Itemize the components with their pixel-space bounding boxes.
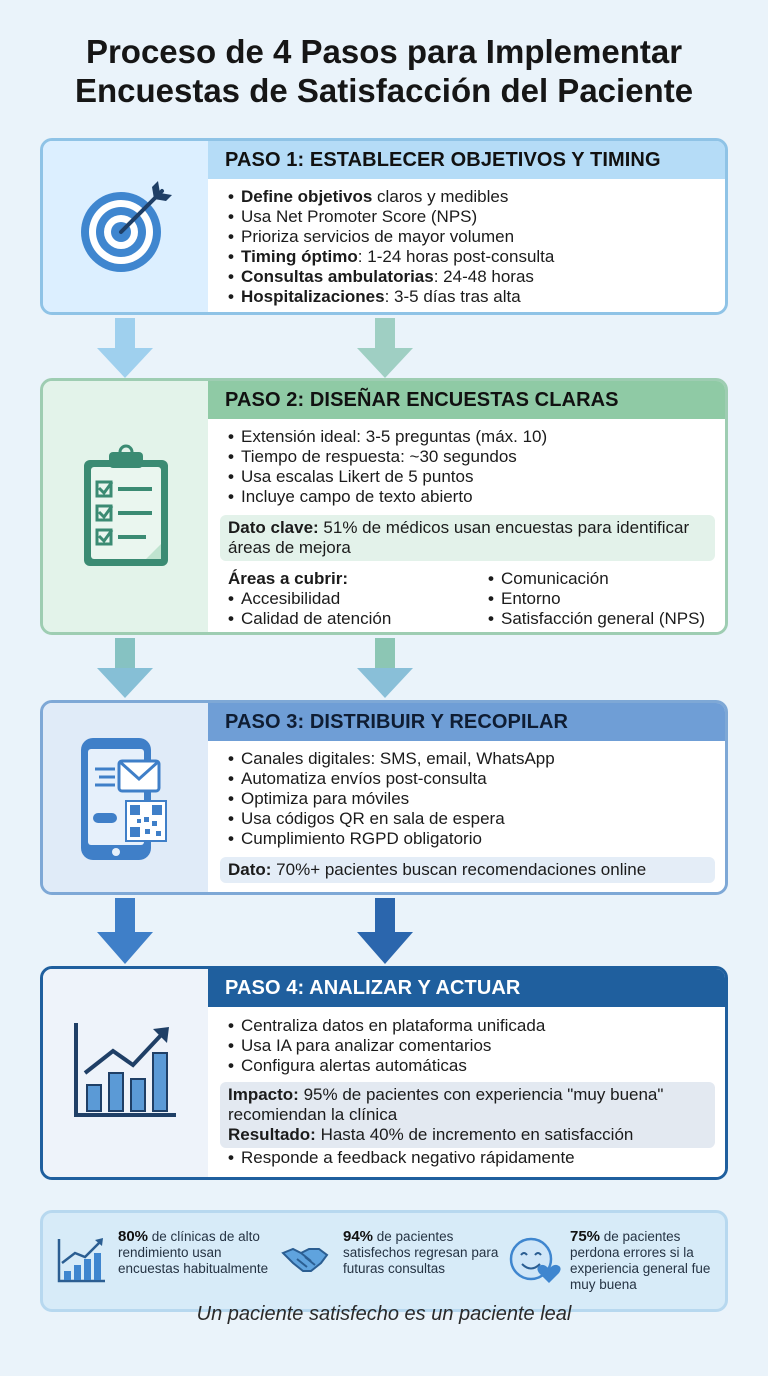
step-4-list: Centraliza datos en plataforma unificada… — [228, 1016, 715, 1076]
list-item: Automatiza envíos post-consulta — [228, 769, 715, 789]
list-item: Accesibilidad — [228, 589, 488, 609]
list-item: Define objetivos claros y medibles — [228, 187, 715, 207]
list-item: Comunicación — [488, 569, 715, 589]
list-item: Usa escalas Likert de 5 puntos — [228, 467, 715, 487]
list-item: Prioriza servicios de mayor volumen — [228, 227, 715, 247]
areas-right-column: Comunicación Entorno Satisfacción genera… — [488, 569, 715, 629]
list-item: Usa códigos QR en sala de espera — [228, 809, 715, 829]
impact-text: Impacto: 95% de pacientes con experienci… — [228, 1085, 664, 1124]
step-1-list: Define objetivos claros y medibles Usa N… — [228, 187, 715, 307]
step-2-content: Extensión ideal: 3-5 preguntas (máx. 10)… — [208, 419, 725, 632]
list-item: Consultas ambulatorias: 24-48 horas — [228, 267, 715, 287]
step-4-content: Centraliza datos en plataforma unificada… — [208, 1007, 725, 1177]
areas-columns: Áreas a cubrir: Accesibilidad Calidad de… — [228, 569, 715, 629]
list-item: Timing óptimo: 1-24 horas post-consulta — [228, 247, 715, 267]
list-item: Entorno — [488, 589, 715, 609]
target-icon — [80, 180, 172, 272]
rising-chart-icon — [73, 1023, 176, 1117]
page-title: Proceso de 4 Pasos para Implementar Encu… — [0, 32, 768, 110]
list-item: Satisfacción general (NPS) — [488, 609, 715, 629]
key-fact-box: Dato clave: 51% de médicos usan encuesta… — [220, 515, 715, 561]
stats-panel: 80% de clínicas de alto rendimiento usan… — [40, 1210, 728, 1312]
arrow-down-icon — [97, 898, 153, 964]
step-4-icon-panel — [43, 969, 208, 1177]
step-1-icon-panel — [43, 141, 208, 312]
key-fact-box: Dato: 70%+ pacientes buscan recomendacio… — [220, 857, 715, 883]
list-item: Calidad de atención — [228, 609, 488, 629]
step-2-card: PASO 2: DISEÑAR ENCUESTAS CLARAS Extensi… — [40, 378, 728, 635]
title-line-1: Proceso de 4 Pasos para Implementar — [85, 33, 683, 70]
step-2-header: PASO 2: DISEÑAR ENCUESTAS CLARAS — [208, 381, 725, 419]
list-item: Cumplimiento RGPD obligatorio — [228, 829, 715, 849]
footer-tagline: Un paciente satisfecho es un paciente le… — [196, 1303, 572, 1325]
arrow-down-icon — [357, 898, 413, 964]
stat-3: 75% de pacientes perdona errores si la e… — [570, 1228, 711, 1293]
list-item: Usa IA para analizar comentarios — [228, 1036, 715, 1056]
list-item: Usa Net Promoter Score (NPS) — [228, 207, 715, 227]
arrow-down-icon — [357, 638, 413, 698]
step-1-card: PASO 1: ESTABLECER OBJETIVOS Y TIMING De… — [40, 138, 728, 315]
step-2-list: Extensión ideal: 3-5 preguntas (máx. 10)… — [228, 427, 715, 507]
list-item: Canales digitales: SMS, email, WhatsApp — [228, 749, 715, 769]
areas-label: Áreas a cubrir: — [228, 569, 348, 588]
impact-box: Impacto: 95% de pacientes con experienci… — [220, 1082, 715, 1148]
stat-1: 80% de clínicas de alto rendimiento usan… — [118, 1228, 269, 1277]
step-2-icon-panel — [43, 381, 208, 632]
clipboard-checklist-icon — [83, 444, 168, 566]
list-item: Responde a feedback negativo rápidamente — [228, 1148, 715, 1168]
step-4-card: PASO 4: ANALIZAR Y ACTUAR Centraliza dat… — [40, 966, 728, 1180]
stat-2: 94% de pacientes satisfechos regresan pa… — [343, 1228, 499, 1277]
list-item: Hospitalizaciones: 3-5 días tras alta — [228, 287, 715, 307]
list-item: Incluye campo de texto abierto — [228, 487, 715, 507]
phone-email-qr-icon — [80, 737, 167, 860]
result-text: Resultado: Hasta 40% de incremento en sa… — [228, 1125, 634, 1144]
list-item: Centraliza datos en plataforma unificada — [228, 1016, 715, 1036]
step-3-list: Canales digitales: SMS, email, WhatsApp … — [228, 749, 715, 849]
list-item: Extensión ideal: 3-5 preguntas (máx. 10) — [228, 427, 715, 447]
list-item: Optimiza para móviles — [228, 789, 715, 809]
smiley-heart-icon — [509, 1237, 561, 1283]
step-3-card: PASO 3: DISTRIBUIR Y RECOPILAR Canales d… — [40, 700, 728, 895]
arrow-down-icon — [97, 638, 153, 698]
growth-chart-icon — [57, 1238, 105, 1283]
step-3-icon-panel — [43, 703, 208, 892]
list-item: Configura alertas automáticas — [228, 1056, 715, 1076]
step-4-header: PASO 4: ANALIZAR Y ACTUAR — [208, 969, 725, 1007]
arrow-down-icon — [357, 318, 413, 378]
step-3-header: PASO 3: DISTRIBUIR Y RECOPILAR — [208, 703, 725, 741]
handshake-icon — [281, 1247, 329, 1272]
list-item: Tiempo de respuesta: ~30 segundos — [228, 447, 715, 467]
step-1-content: Define objetivos claros y medibles Usa N… — [208, 179, 725, 312]
arrow-down-icon — [97, 318, 153, 378]
step-3-content: Canales digitales: SMS, email, WhatsApp … — [208, 741, 725, 892]
title-line-2: Encuestas de Satisfacción del Paciente — [74, 72, 694, 109]
areas-left-column: Áreas a cubrir: Accesibilidad Calidad de… — [228, 569, 488, 629]
step-1-header: PASO 1: ESTABLECER OBJETIVOS Y TIMING — [208, 141, 725, 179]
